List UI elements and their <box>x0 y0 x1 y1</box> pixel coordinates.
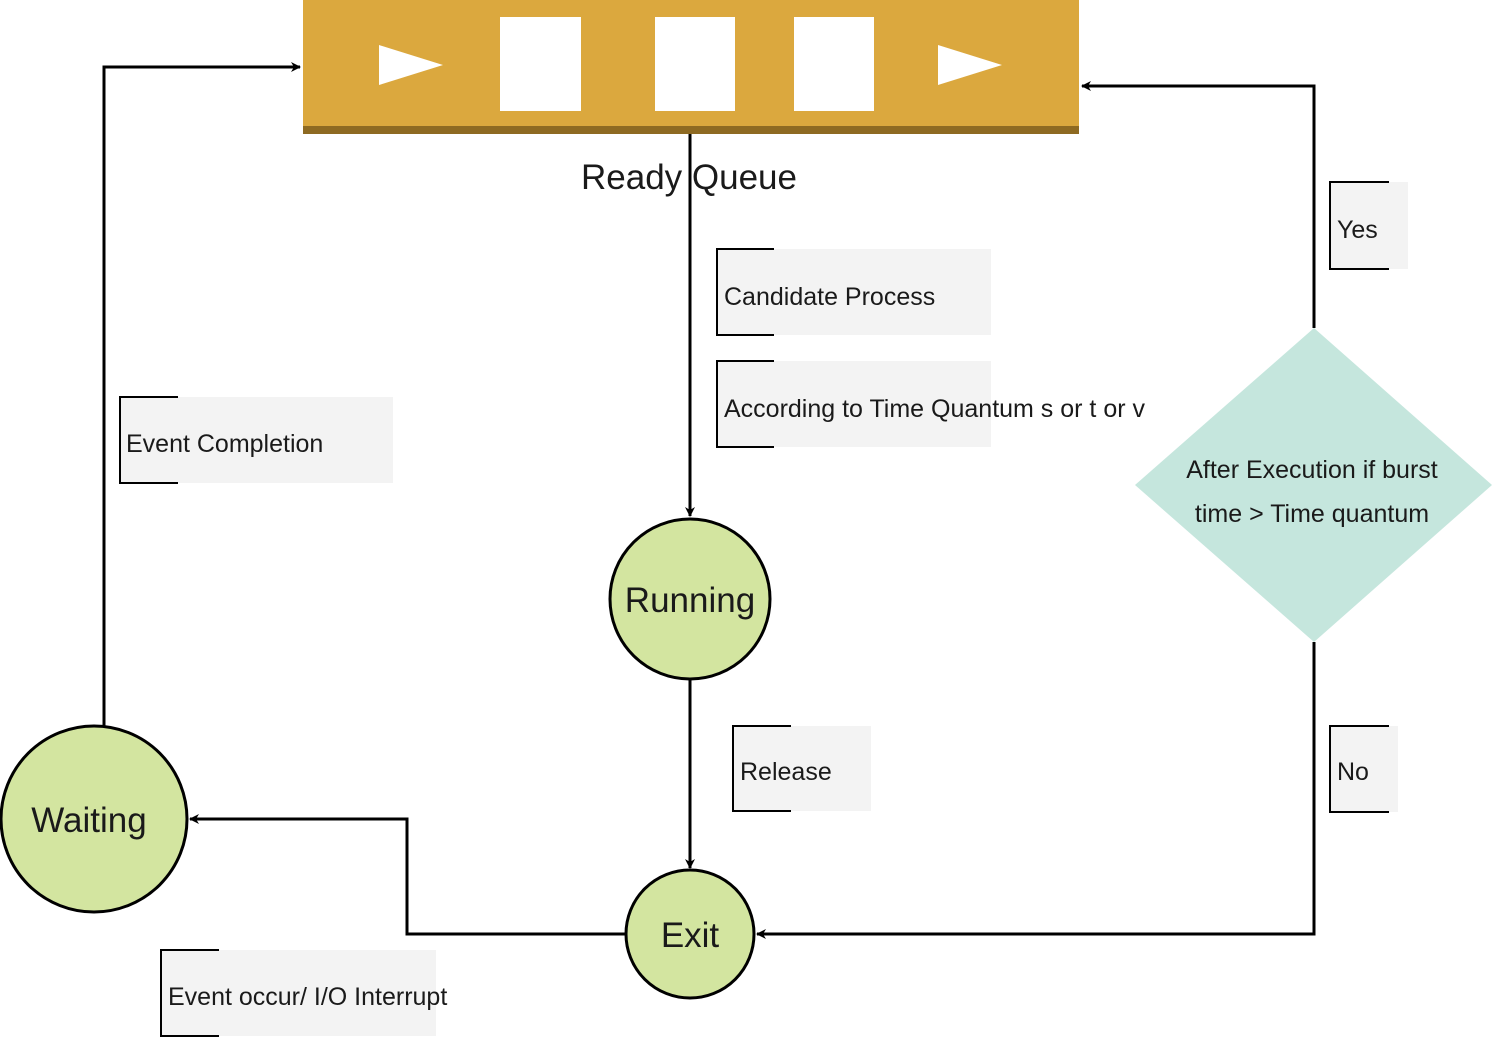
annotation-yes: Yes <box>1329 181 1408 270</box>
exit-circle <box>624 868 756 1000</box>
annotation-no: No <box>1329 725 1398 813</box>
decision-text-line2: time > Time quantum <box>1195 500 1429 528</box>
annotation-bracket <box>119 396 178 484</box>
annotation-bracket <box>732 725 791 812</box>
annotation-box <box>1330 182 1408 269</box>
release-text: Release <box>740 758 832 786</box>
no-text: No <box>1337 758 1369 786</box>
candidate-process-text: Candidate Process <box>724 283 935 311</box>
annotation-bracket <box>1329 725 1389 813</box>
annotation-box <box>1330 726 1398 812</box>
exit-label: Exit <box>661 916 720 955</box>
annotation-candidate-process: Candidate Process <box>716 248 991 336</box>
queue-exit-arrow-icon <box>938 45 1002 85</box>
queue-entry-arrow-icon <box>379 45 443 85</box>
edge-exit-to-waiting <box>189 814 626 936</box>
waiting-label: Waiting <box>31 801 146 840</box>
running-label: Running <box>625 581 755 620</box>
state-exit: Exit <box>624 868 756 1000</box>
queue-slot-3 <box>794 17 874 111</box>
running-circle <box>608 517 772 681</box>
annotation-bracket <box>716 248 774 336</box>
annotation-event-occur: Event occur/ I/O Interrupt <box>160 949 447 1037</box>
queue-slot-2 <box>655 17 735 111</box>
event-occur-text: Event occur/ I/O Interrupt <box>168 983 447 1011</box>
annotation-bracket <box>160 949 219 1037</box>
yes-text: Yes <box>1337 216 1378 244</box>
decision-diamond <box>1135 328 1492 642</box>
annotation-box <box>161 950 436 1036</box>
ready-queue <box>303 0 1079 134</box>
ready-queue-label: Ready Queue <box>581 158 797 197</box>
decision-text-line1: After Execution if burst <box>1186 456 1438 484</box>
annotation-event-completion: Event Completion <box>119 396 393 484</box>
ready-queue-label-bg <box>566 156 810 198</box>
waiting-circle <box>0 724 189 914</box>
time-quantum-text: According to Time Quantum s or t or v <box>724 395 1145 423</box>
edge-waiting-to-queue <box>102 62 301 726</box>
annotation-bracket <box>1329 181 1389 270</box>
annotation-release: Release <box>732 725 871 812</box>
annotation-time-quantum: According to Time Quantum s or t or v <box>716 360 1145 448</box>
decision-burst-time: After Execution if burst time > Time qua… <box>1135 328 1492 642</box>
event-completion-text: Event Completion <box>126 430 323 458</box>
annotation-box <box>733 726 871 811</box>
state-waiting: Waiting <box>0 724 189 914</box>
edge-decision-no-to-exit <box>756 642 1316 939</box>
state-running: Running <box>608 517 772 681</box>
ready-queue-bottom-edge <box>303 126 1079 134</box>
queue-slot-1 <box>500 17 581 111</box>
annotation-box <box>717 361 991 447</box>
edge-decision-yes-to-queue <box>1081 81 1316 328</box>
annotation-box <box>120 397 393 483</box>
annotation-bracket <box>716 360 774 448</box>
annotation-box <box>717 249 991 335</box>
